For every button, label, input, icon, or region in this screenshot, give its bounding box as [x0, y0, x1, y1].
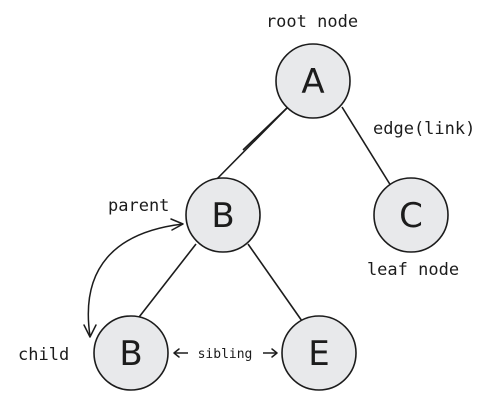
edge-b-e: [247, 243, 303, 322]
node-c-circle: [373, 177, 449, 253]
root-node-label: root node: [266, 12, 358, 32]
node-a: A: [275, 43, 351, 119]
leaf-node-label: leaf node: [367, 260, 459, 280]
node-c-label: C: [399, 196, 423, 236]
edge-a-b: [209, 106, 289, 187]
sibling-arrows: [173, 348, 278, 358]
node-b: B: [185, 177, 261, 253]
node-a-label: A: [301, 62, 324, 102]
node-c: C: [373, 177, 449, 253]
sibling-left-arrowhead-icon: [173, 348, 180, 358]
node-e: E: [281, 315, 357, 391]
node-b-label: B: [211, 196, 234, 236]
node-e-label: E: [308, 334, 329, 374]
node-e-circle: [281, 315, 357, 391]
node-child-b: B: [93, 315, 169, 391]
node-child-b-circle: [93, 315, 169, 391]
parent-arrowhead-icon: [170, 218, 184, 231]
edge-a-c: [341, 106, 392, 187]
edge-label: edge(link): [373, 119, 475, 139]
sibling-right-arrowhead-icon: [271, 348, 278, 358]
child-arrowhead-icon: [83, 324, 97, 338]
parent-child-curve: [87, 223, 184, 337]
edge-b-child: [135, 243, 197, 322]
sibling-label: sibling: [198, 347, 253, 362]
parent-label: parent: [108, 196, 169, 216]
node-child-b-label: B: [119, 334, 142, 374]
node-a-circle: [275, 43, 351, 119]
child-label: child: [18, 345, 69, 365]
node-b-circle: [185, 177, 261, 253]
